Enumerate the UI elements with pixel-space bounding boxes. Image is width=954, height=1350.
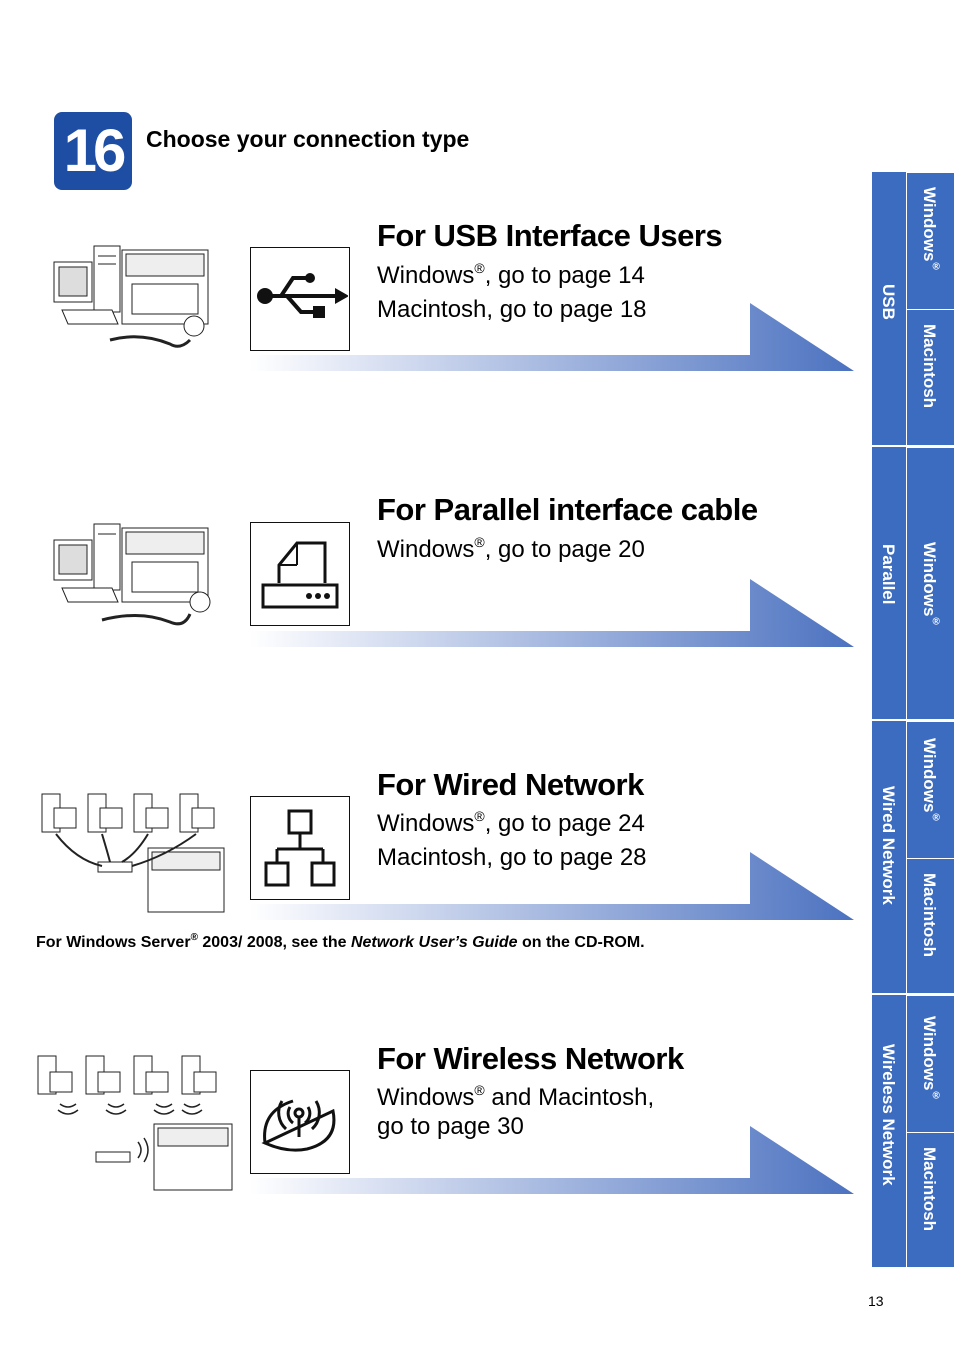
tab-usb-label: USB <box>879 284 898 320</box>
section-title-wireless: For Wireless Network <box>377 1041 684 1076</box>
tab-wireless-macintosh[interactable]: Macintosh <box>906 1132 954 1267</box>
parallel-printer-icon <box>261 541 339 609</box>
wireless-windows-page: and Macintosh, <box>484 1084 655 1111</box>
parallel-windows-page: , go to page 20 <box>484 536 645 563</box>
note-post: on the CD-ROM. <box>517 934 645 951</box>
wireless-windows-line: Windows® and Macintosh, <box>377 1082 655 1112</box>
wired-icon-box <box>250 796 350 900</box>
tab-usb-macintosh[interactable]: Macintosh <box>906 309 954 446</box>
wired-windows-page: , go to page 24 <box>484 810 645 837</box>
tab-wired-macintosh[interactable]: Macintosh <box>906 858 954 994</box>
wired-macintosh-line: Macintosh, go to page 28 <box>377 844 647 871</box>
tab-wireless-windows[interactable]: Windows® <box>906 995 954 1132</box>
note-guide-title: Network User’s Guide <box>350 934 518 951</box>
step-title: Choose your connection type <box>146 126 470 152</box>
tab-parallel-windows-label: Windows® <box>920 542 942 628</box>
registered-mark: ® <box>474 1082 485 1098</box>
usb-banner-arrow <box>250 303 854 371</box>
tab-parallel-label: Parallel <box>879 544 898 605</box>
tab-usb-windows-label: Windows® <box>920 187 942 273</box>
tab-wireless-macintosh-label: Macintosh <box>920 1147 939 1232</box>
windows-server-note: For Windows Server® 2003/ 2008, see the … <box>36 932 645 952</box>
usb-icon <box>257 273 349 318</box>
usb-windows-text: Windows <box>377 262 475 289</box>
registered-mark: ® <box>474 534 485 550</box>
note-pre: For Windows Server <box>36 934 191 951</box>
wireless-windows-text: Windows <box>377 1084 475 1111</box>
registered-mark: ® <box>474 260 485 276</box>
parallel-icon-box <box>250 522 350 626</box>
wired-windows-text: Windows <box>377 810 475 837</box>
page-number: 13 <box>868 1293 884 1309</box>
wireless-icon-box <box>250 1070 350 1174</box>
parallel-setup-illustration <box>53 523 211 626</box>
tab-wired-macintosh-label: Macintosh <box>920 873 939 958</box>
wired-banner-arrow <box>250 852 854 920</box>
usb-icon-box <box>250 247 350 351</box>
wireless-banner-arrow <box>250 1126 854 1194</box>
registered-mark: ® <box>474 808 485 824</box>
tab-wired-windows[interactable]: Windows® <box>906 721 954 858</box>
wired-network-icon <box>264 809 336 887</box>
step-number-badge: 16 <box>54 112 132 190</box>
tab-wireless-label: Wireless Network <box>879 1044 898 1186</box>
tab-wired-label: Wired Network <box>879 786 898 905</box>
section-title-wired: For Wired Network <box>377 767 644 802</box>
parallel-banner-arrow <box>250 579 854 647</box>
tab-wireless-windows-label: Windows® <box>920 1016 942 1102</box>
wired-windows-line: Windows®, go to page 24 <box>377 808 645 838</box>
tab-wired-windows-label: Windows® <box>920 738 942 824</box>
wireless-network-illustration <box>37 1055 233 1191</box>
wired-network-illustration <box>41 793 225 913</box>
tab-parallel-windows[interactable]: Windows® <box>906 447 954 720</box>
side-tab-strip: Windows® Macintosh USB Windows® Parallel… <box>872 172 954 1267</box>
wireless-page-line: go to page 30 <box>377 1113 524 1140</box>
tab-usb-macintosh-label: Macintosh <box>920 324 939 409</box>
section-title-usb: For USB Interface Users <box>377 218 723 253</box>
tab-usb-windows[interactable]: Windows® <box>906 172 954 309</box>
section-title-parallel: For Parallel interface cable <box>377 492 758 527</box>
usb-macintosh-line: Macintosh, go to page 18 <box>377 296 647 323</box>
wireless-network-icon <box>261 1099 336 1152</box>
note-mid: 2003/ 2008, see the <box>197 934 351 951</box>
usb-windows-page: , go to page 14 <box>484 262 645 289</box>
usb-windows-line: Windows®, go to page 14 <box>377 260 645 290</box>
registered-mark: ® <box>190 932 198 943</box>
parallel-windows-text: Windows <box>377 536 475 563</box>
parallel-windows-line: Windows®, go to page 20 <box>377 534 645 564</box>
usb-setup-illustration <box>53 245 209 348</box>
